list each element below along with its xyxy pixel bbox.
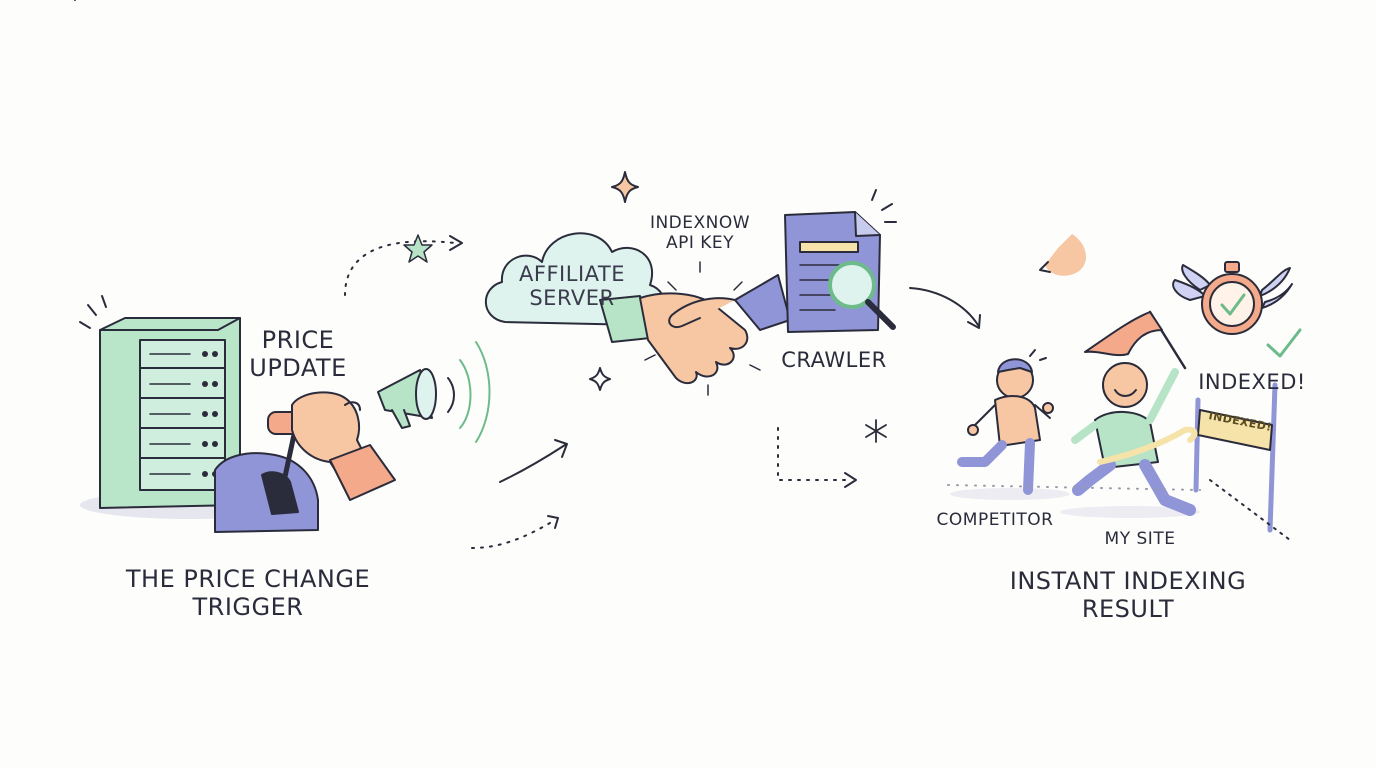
my-site-runner-icon xyxy=(1060,362,1200,518)
result-caption-line-2: RESULT xyxy=(1081,594,1175,623)
hand-icon xyxy=(74,0,396,501)
indexed-label: INDEXED! xyxy=(1198,370,1306,394)
price-update-label: PRICE UPDATE xyxy=(249,326,347,382)
crawler-label: CRAWLER xyxy=(781,348,887,372)
sparkle-icon xyxy=(589,367,611,391)
sparkle-icon xyxy=(611,171,639,203)
api-key-label: INDEXNOW API KEY xyxy=(649,213,751,253)
trigger-caption-line-1: THE PRICE CHANGE xyxy=(125,565,371,593)
result-caption-line-1: INSTANT INDEXING xyxy=(1009,567,1247,595)
affiliate-server-line-2: SERVER xyxy=(529,286,615,311)
trigger-caption-line-2: TRIGGER xyxy=(192,592,304,621)
dotted-arrow-top xyxy=(344,240,456,296)
server-icon xyxy=(79,295,300,519)
competitor-runner-icon xyxy=(950,349,1070,500)
sparkle-icon xyxy=(865,419,887,443)
handshake-icon xyxy=(599,261,791,396)
dotted-arrow-right xyxy=(777,427,853,481)
document-magnifier-icon xyxy=(784,189,897,333)
curve-arrow-right xyxy=(909,287,979,326)
dotted-arrow-low xyxy=(471,519,556,549)
finish-line-icon xyxy=(947,382,1291,541)
curve-arrow-mid xyxy=(499,444,566,483)
my-site-label: MY SITE xyxy=(1104,529,1176,549)
api-key-line-1: INDEXNOW xyxy=(649,213,751,233)
affiliate-server-label: AFFILIATE SERVER xyxy=(519,262,625,310)
price-update-line-1: PRICE xyxy=(261,326,335,354)
megaphone-icon xyxy=(377,341,491,443)
checkmark-icon xyxy=(1266,328,1302,358)
leaf-icon xyxy=(1045,234,1086,276)
trigger-caption: THE PRICE CHANGE TRIGGER xyxy=(125,565,371,621)
star-icon xyxy=(403,234,433,263)
result-caption: INSTANT INDEXING RESULT xyxy=(1009,567,1247,623)
competitor-label: COMPETITOR xyxy=(936,510,1054,530)
api-key-line-2: API KEY xyxy=(665,232,735,253)
affiliate-server-line-1: AFFILIATE xyxy=(519,262,625,286)
stopwatch-icon xyxy=(1172,261,1293,335)
flag-icon xyxy=(1084,310,1187,370)
price-update-line-2: UPDATE xyxy=(249,353,347,382)
